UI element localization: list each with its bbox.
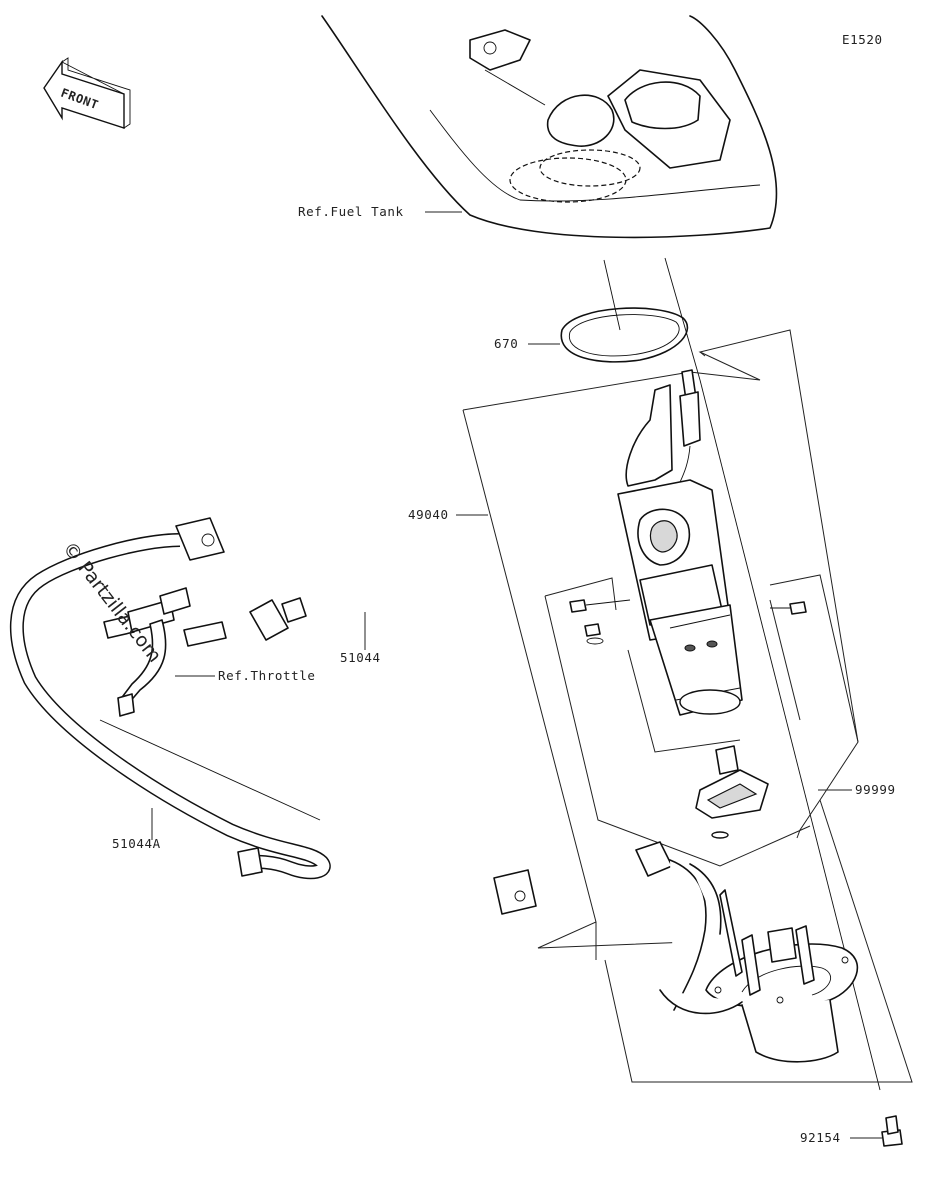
diagram-code: E1520 [842,32,883,47]
pump-base-drawing [635,841,859,1063]
label-bolt: 92154 [800,1130,841,1145]
label-hose: 51044 [340,650,381,665]
label-kit: 99999 [855,782,896,797]
bolt-92154-drawing [881,1115,903,1147]
hose-51044-drawing [249,588,537,915]
fuel-pump-drawing [617,369,743,716]
front-arrow-icon: FRONT [43,57,131,129]
gasket-670-drawing [560,307,689,363]
label-throttle: Ref.Throttle [218,668,316,683]
label-gasket: 670 [494,336,518,351]
label-fuel-tank: Ref.Fuel Tank [298,204,404,219]
fuel-tank-drawing [321,15,778,239]
label-pump-assembly: 49040 [408,507,449,522]
throttle-fitting-drawing [103,587,227,717]
label-hose-a: 51044A [112,836,161,851]
hose-51044a-drawing [9,517,331,880]
small-parts-drawing [569,599,807,839]
